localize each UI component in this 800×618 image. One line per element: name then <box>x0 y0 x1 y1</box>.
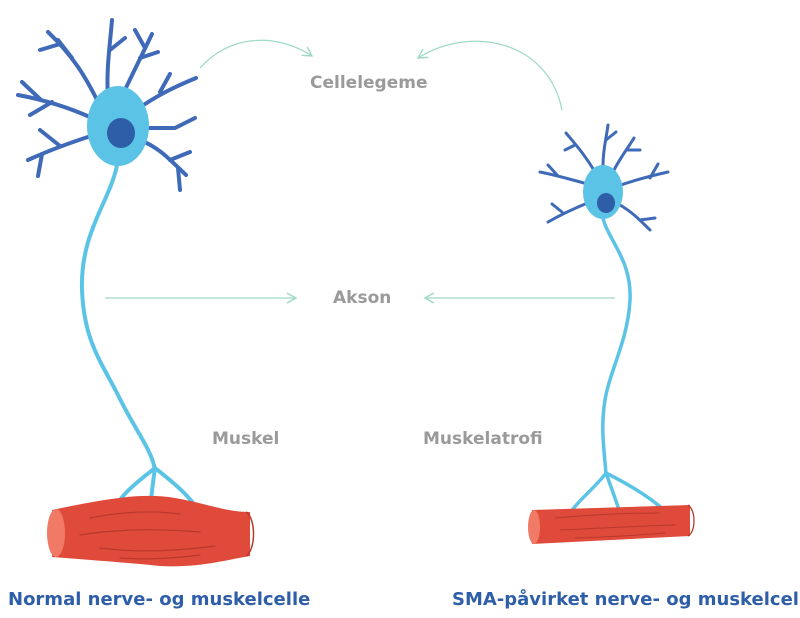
label-cell-body: Cellelegeme <box>310 73 428 93</box>
normal-neuron <box>16 18 207 528</box>
caption-sma: SMA-påvirket nerve- og muskelcelle <box>452 589 800 610</box>
label-muscle-atrophy: Muskelatrofi <box>423 429 543 449</box>
sma-axon <box>601 216 632 477</box>
normal-dendrites <box>16 18 198 192</box>
normal-nucleus <box>107 118 135 148</box>
label-muscle: Muskel <box>212 429 280 449</box>
sma-dendrites <box>538 123 670 232</box>
normal-muscle <box>47 495 255 567</box>
arrow-cell-body-left <box>199 39 314 69</box>
arrow-cell-body-right <box>416 40 563 111</box>
sma-nucleus <box>597 193 615 213</box>
sma-muscle <box>528 504 695 544</box>
sma-neuron <box>538 123 674 526</box>
label-axon: Akson <box>333 288 392 308</box>
normal-axon <box>79 158 157 472</box>
caption-normal: Normal nerve- og muskelcelle <box>8 589 311 610</box>
